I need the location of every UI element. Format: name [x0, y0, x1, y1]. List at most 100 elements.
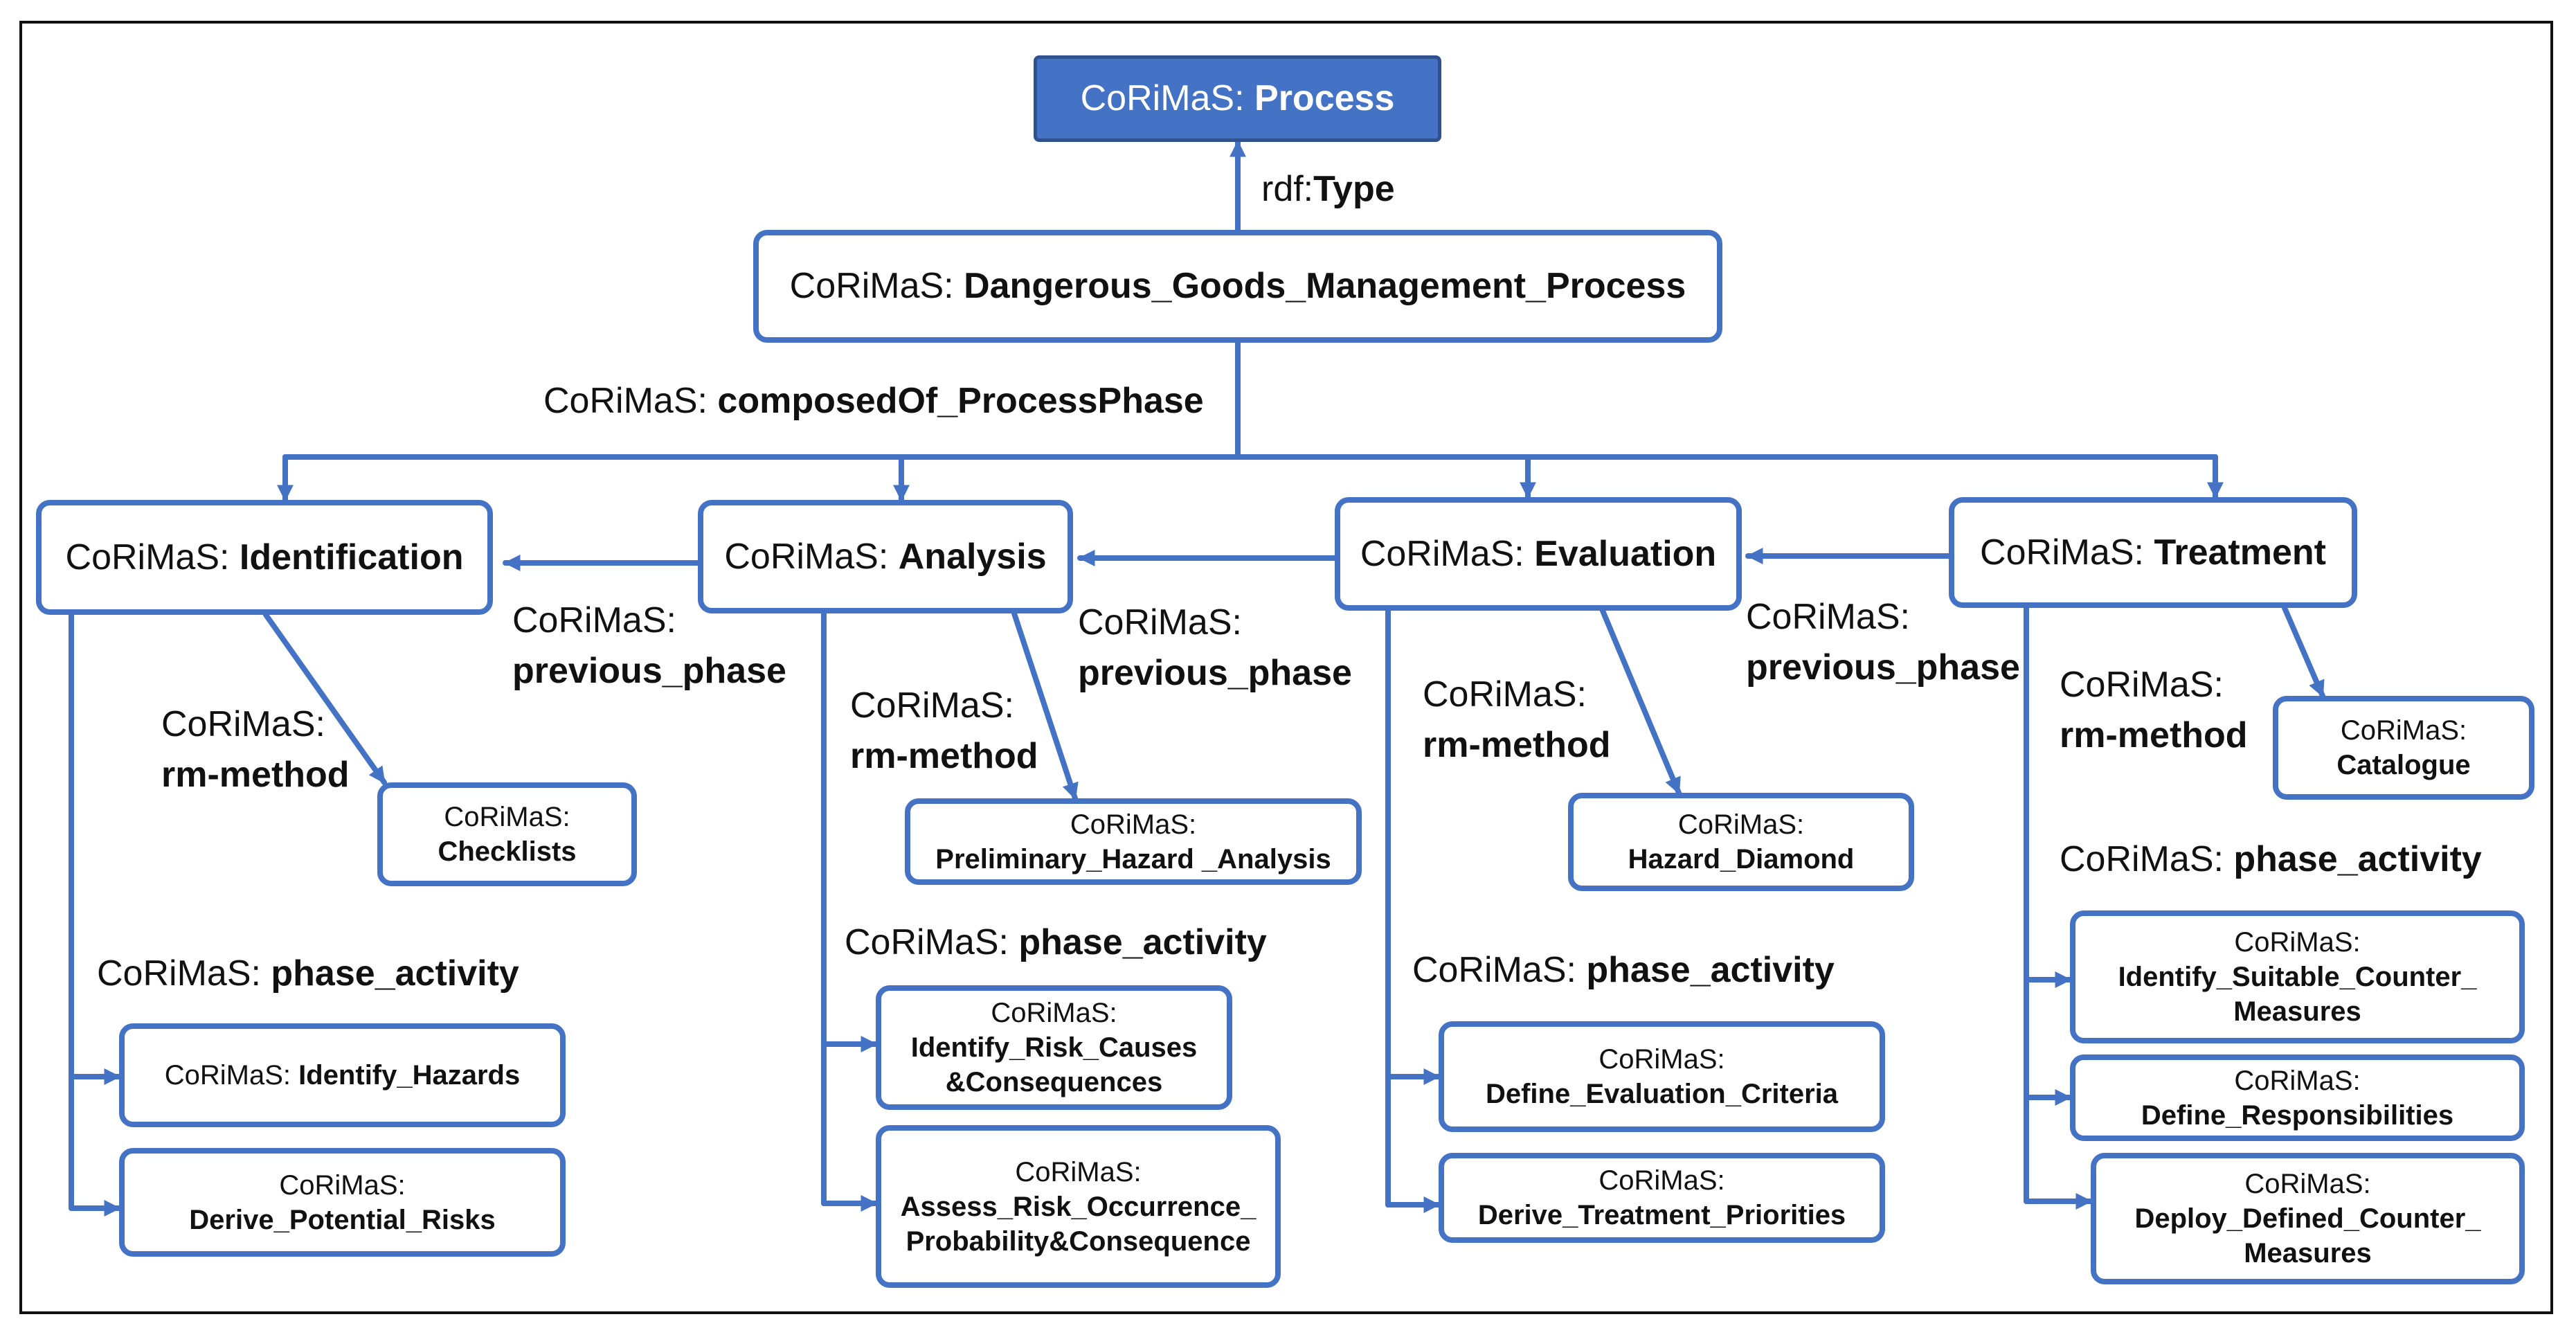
node-prefix: CoRiMaS:	[1598, 1044, 1725, 1075]
node-name: Dangerous_Goods_Management_Process	[964, 266, 1686, 306]
node-name-line2: Measures	[2233, 996, 2361, 1027]
node-name: Derive_Treatment_Priorities	[1477, 1200, 1846, 1230]
node-hazard-diamond: CoRiMaS: Hazard_Diamond	[1568, 793, 1914, 891]
label-rm-method-3: CoRiMaS: rm-method	[1423, 670, 1611, 771]
node-prefix: CoRiMaS:	[1980, 532, 2144, 573]
edge-rm-evaluation	[1600, 608, 1682, 796]
node-treatment: CoRiMaS: Treatment	[1949, 497, 2357, 608]
edge-rm-analysis	[1011, 611, 1079, 801]
label-name: phase_activity	[2233, 839, 2482, 879]
label-name: previous_phase	[1746, 647, 2020, 688]
label-prefix: CoRiMaS:	[161, 704, 325, 744]
node-name: Define_Responsibilities	[2141, 1100, 2454, 1131]
label-phase-activity-4: CoRiMaS: phase_activity	[2060, 834, 2482, 885]
node-prefix: CoRiMaS:	[1015, 1156, 1142, 1187]
node-name-line2: Probability&Consequence	[906, 1226, 1251, 1257]
node-process: CoRiMaS: Process	[1034, 55, 1441, 142]
node-name: Evaluation	[1534, 533, 1717, 574]
node-deploy-defined-counter-measures: CoRiMaS: Deploy_Defined_Counter_ Measure…	[2091, 1153, 2525, 1284]
node-prefix: CoRiMaS:	[1598, 1165, 1725, 1196]
node-preliminary-hazard-analysis: CoRiMaS: Preliminary_Hazard _Analysis	[905, 798, 1362, 885]
node-prefix: CoRiMaS:	[991, 998, 1117, 1028]
label-phase-activity-3: CoRiMaS: phase_activity	[1412, 945, 1835, 996]
label-name: rm-method	[2060, 715, 2248, 755]
label-name: phase_activity	[271, 953, 519, 994]
node-prefix: CoRiMaS:	[65, 537, 230, 577]
node-prefix: CoRiMaS:	[1070, 809, 1197, 840]
node-name-line1: Deploy_Defined_Counter_	[2134, 1203, 2481, 1234]
label-name: rm-method	[1423, 724, 1611, 765]
node-derive-potential-risks: CoRiMaS: Derive_Potential_Risks	[119, 1148, 566, 1257]
node-name: Catalogue	[2336, 750, 2471, 780]
node-checklists: CoRiMaS: Checklists	[377, 782, 637, 886]
node-name: Process	[1254, 78, 1395, 118]
label-prefix: CoRiMaS:	[2060, 839, 2224, 879]
label-name: composedOf_ProcessPhase	[717, 381, 1204, 421]
node-name: Checklists	[438, 836, 577, 867]
edge-rm-identification	[263, 612, 387, 785]
label-prefix: CoRiMaS:	[850, 685, 1014, 726]
label-composed-of: CoRiMaS: composedOf_ProcessPhase	[543, 376, 1204, 427]
node-catalogue: CoRiMaS: Catalogue	[2273, 696, 2534, 800]
node-identify-hazards: CoRiMaS: Identify_Hazards	[119, 1023, 566, 1127]
node-name-line1: Identify_Risk_Causes	[910, 1032, 1198, 1063]
node-derive-treatment-priorities: CoRiMaS: Derive_Treatment_Priorities	[1439, 1153, 1885, 1243]
label-prefix: CoRiMaS:	[1412, 950, 1576, 990]
node-prefix: CoRiMaS:	[2234, 1065, 2361, 1096]
node-name: Preliminary_Hazard _Analysis	[935, 843, 1331, 874]
node-name-line2: Measures	[2244, 1238, 2372, 1268]
node-evaluation: CoRiMaS: Evaluation	[1335, 497, 1742, 611]
label-prefix: CoRiMaS:	[845, 922, 1009, 962]
label-name: phase_activity	[1586, 950, 1835, 990]
node-define-evaluation-criteria: CoRiMaS: Define_Evaluation_Criteria	[1439, 1021, 1885, 1132]
node-name: Derive_Potential_Risks	[189, 1204, 496, 1235]
label-prefix: CoRiMaS:	[543, 381, 708, 421]
label-prefix: CoRiMaS:	[1423, 674, 1587, 715]
node-prefix: CoRiMaS:	[2340, 715, 2467, 746]
label-name: rm-method	[850, 735, 1038, 776]
node-prefix: CoRiMaS:	[2234, 927, 2361, 958]
label-rdf-type: rdf:Type	[1261, 164, 1395, 215]
node-prefix: CoRiMaS:	[1677, 809, 1805, 840]
label-previous-phase-3: CoRiMaS: previous_phase	[1746, 592, 2020, 693]
node-name-line2: &Consequences	[945, 1067, 1163, 1097]
label-previous-phase-1: CoRiMaS: previous_phase	[512, 595, 786, 697]
node-prefix: CoRiMaS:	[444, 802, 570, 832]
label-phase-activity-2: CoRiMaS: phase_activity	[845, 917, 1267, 968]
label-prefix: CoRiMaS:	[1078, 602, 1242, 643]
node-assess-risk: CoRiMaS: Assess_Risk_Occurrence_ Probabi…	[876, 1125, 1281, 1288]
node-name-line1: Identify_Suitable_Counter_	[2118, 962, 2477, 992]
label-prefix: CoRiMaS:	[512, 600, 676, 640]
label-phase-activity-1: CoRiMaS: phase_activity	[97, 949, 519, 999]
node-prefix: CoRiMaS:	[2244, 1169, 2371, 1199]
label-name: previous_phase	[512, 650, 786, 691]
label-rm-method-2: CoRiMaS: rm-method	[850, 681, 1038, 782]
node-prefix: CoRiMaS:	[724, 536, 889, 577]
label-name: phase_activity	[1018, 922, 1267, 962]
node-define-responsibilities: CoRiMaS: Define_Responsibilities	[2070, 1055, 2525, 1141]
node-identify-suitable-counter-measures: CoRiMaS: Identify_Suitable_Counter_ Meas…	[2070, 910, 2525, 1043]
node-identify-risk-causes: CoRiMaS: Identify_Risk_Causes &Consequen…	[876, 985, 1232, 1110]
label-rm-method-4: CoRiMaS: rm-method	[2060, 660, 2248, 761]
node-prefix: CoRiMaS:	[164, 1060, 291, 1091]
label-prefix: CoRiMaS:	[1746, 597, 1910, 637]
node-prefix: CoRiMaS:	[789, 266, 954, 306]
label-previous-phase-2: CoRiMaS: previous_phase	[1078, 598, 1352, 699]
node-name-line1: Assess_Risk_Occurrence_	[900, 1191, 1257, 1222]
node-name: Analysis	[898, 536, 1047, 577]
label-name: Type	[1313, 169, 1395, 209]
label-rm-method-1: CoRiMaS: rm-method	[161, 699, 350, 800]
label-prefix: CoRiMaS:	[97, 953, 261, 994]
node-analysis: CoRiMaS: Analysis	[698, 500, 1073, 613]
label-prefix: rdf:	[1261, 169, 1314, 209]
label-name: rm-method	[161, 754, 350, 795]
node-name: Define_Evaluation_Criteria	[1485, 1079, 1839, 1109]
node-name: Hazard_Diamond	[1628, 844, 1855, 874]
label-prefix: CoRiMaS:	[2060, 665, 2224, 705]
node-dangerous-goods-management-process: CoRiMaS: Dangerous_Goods_Management_Proc…	[753, 230, 1722, 343]
node-prefix: CoRiMaS:	[1360, 533, 1524, 574]
edge-rm-treatment	[2282, 605, 2325, 699]
node-prefix: CoRiMaS:	[279, 1169, 406, 1201]
node-name: Identification	[239, 537, 464, 577]
